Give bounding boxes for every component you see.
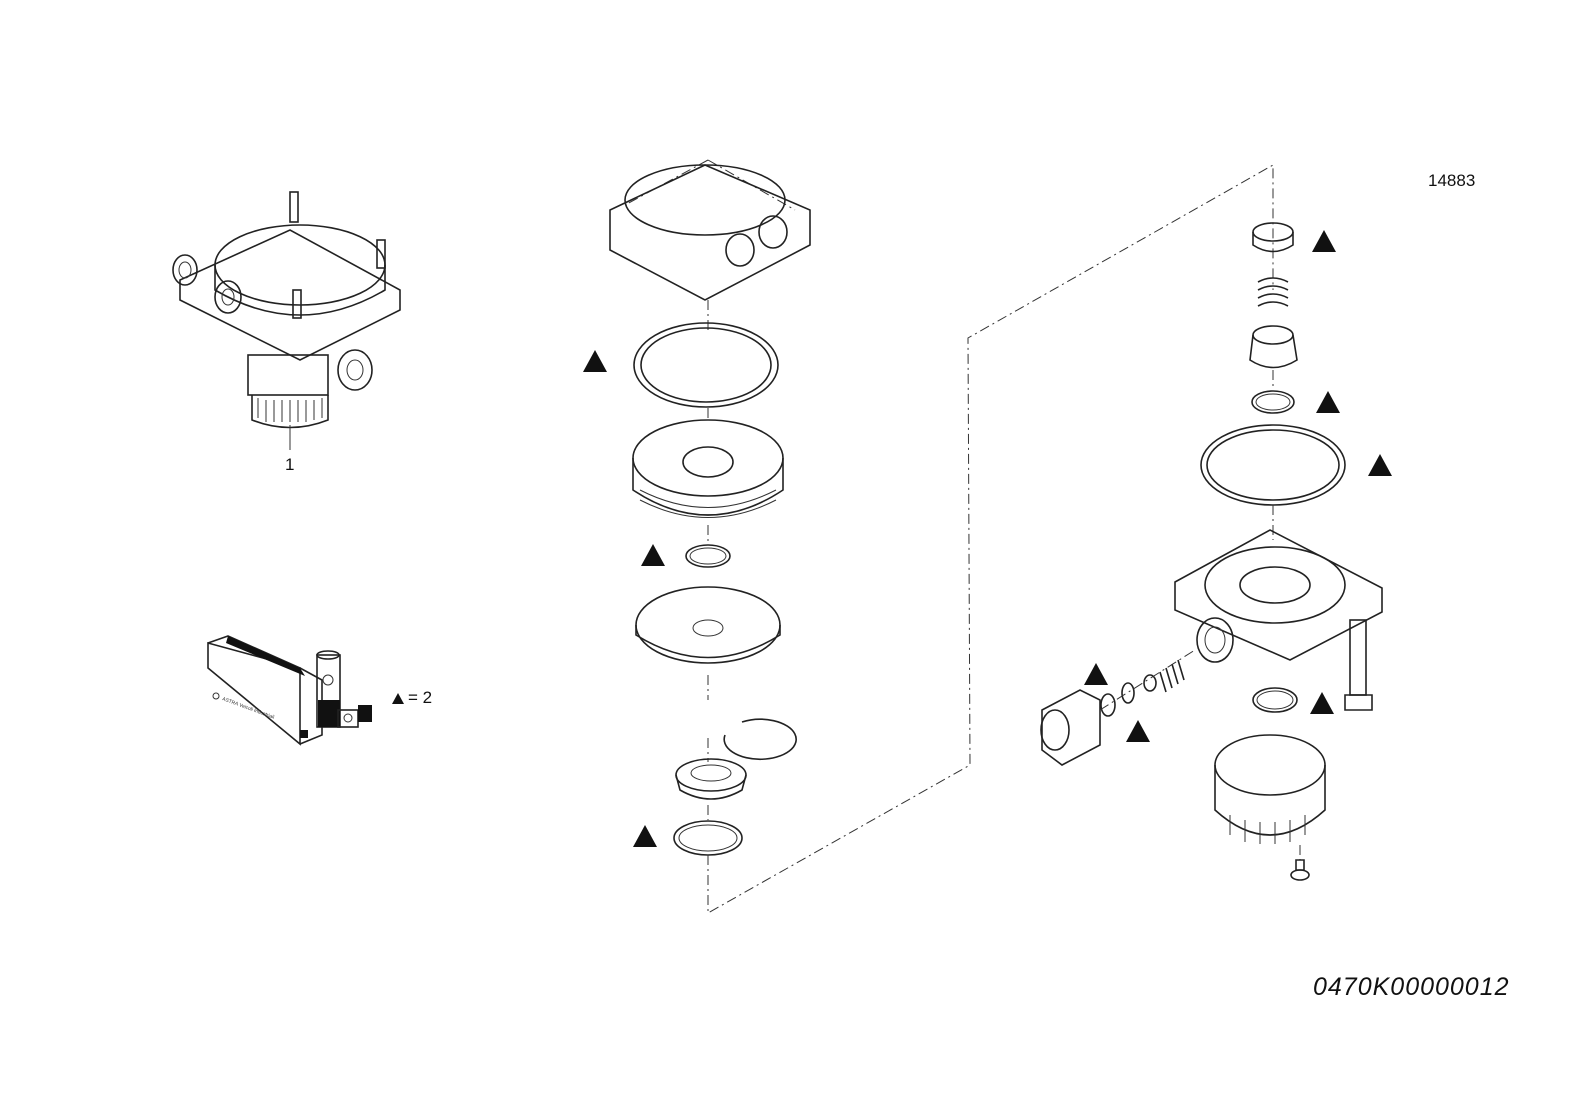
triangle-icon: [1084, 663, 1108, 685]
triangle-icon: [1310, 692, 1334, 714]
triangle-icon: [1368, 454, 1392, 476]
assembled-valve: [172, 191, 401, 450]
drawing-number: 14883: [1428, 171, 1476, 190]
replacement-kit-markers: [583, 230, 1392, 847]
triangle-icon: [583, 350, 607, 372]
callout-label: 1: [285, 455, 295, 474]
repair-kit-box: ASTRA Veicoli Industriali: [207, 635, 372, 746]
triangle-icon: [1312, 230, 1336, 252]
svg-text:ASTRA Veicoli Industriali: ASTRA Veicoli Industriali: [221, 696, 275, 720]
triangle-icon: [633, 825, 657, 847]
legend-text: = 2: [408, 688, 433, 707]
right-exploded-column: [1040, 222, 1383, 881]
triangle-icon: [1316, 391, 1340, 413]
catalog-code: 0470K00000012: [1313, 973, 1510, 1001]
center-exploded-column: [609, 159, 1274, 914]
legend-triangle-icon: [392, 693, 404, 704]
triangle-icon: [1126, 720, 1150, 742]
triangle-icon: [641, 544, 665, 566]
